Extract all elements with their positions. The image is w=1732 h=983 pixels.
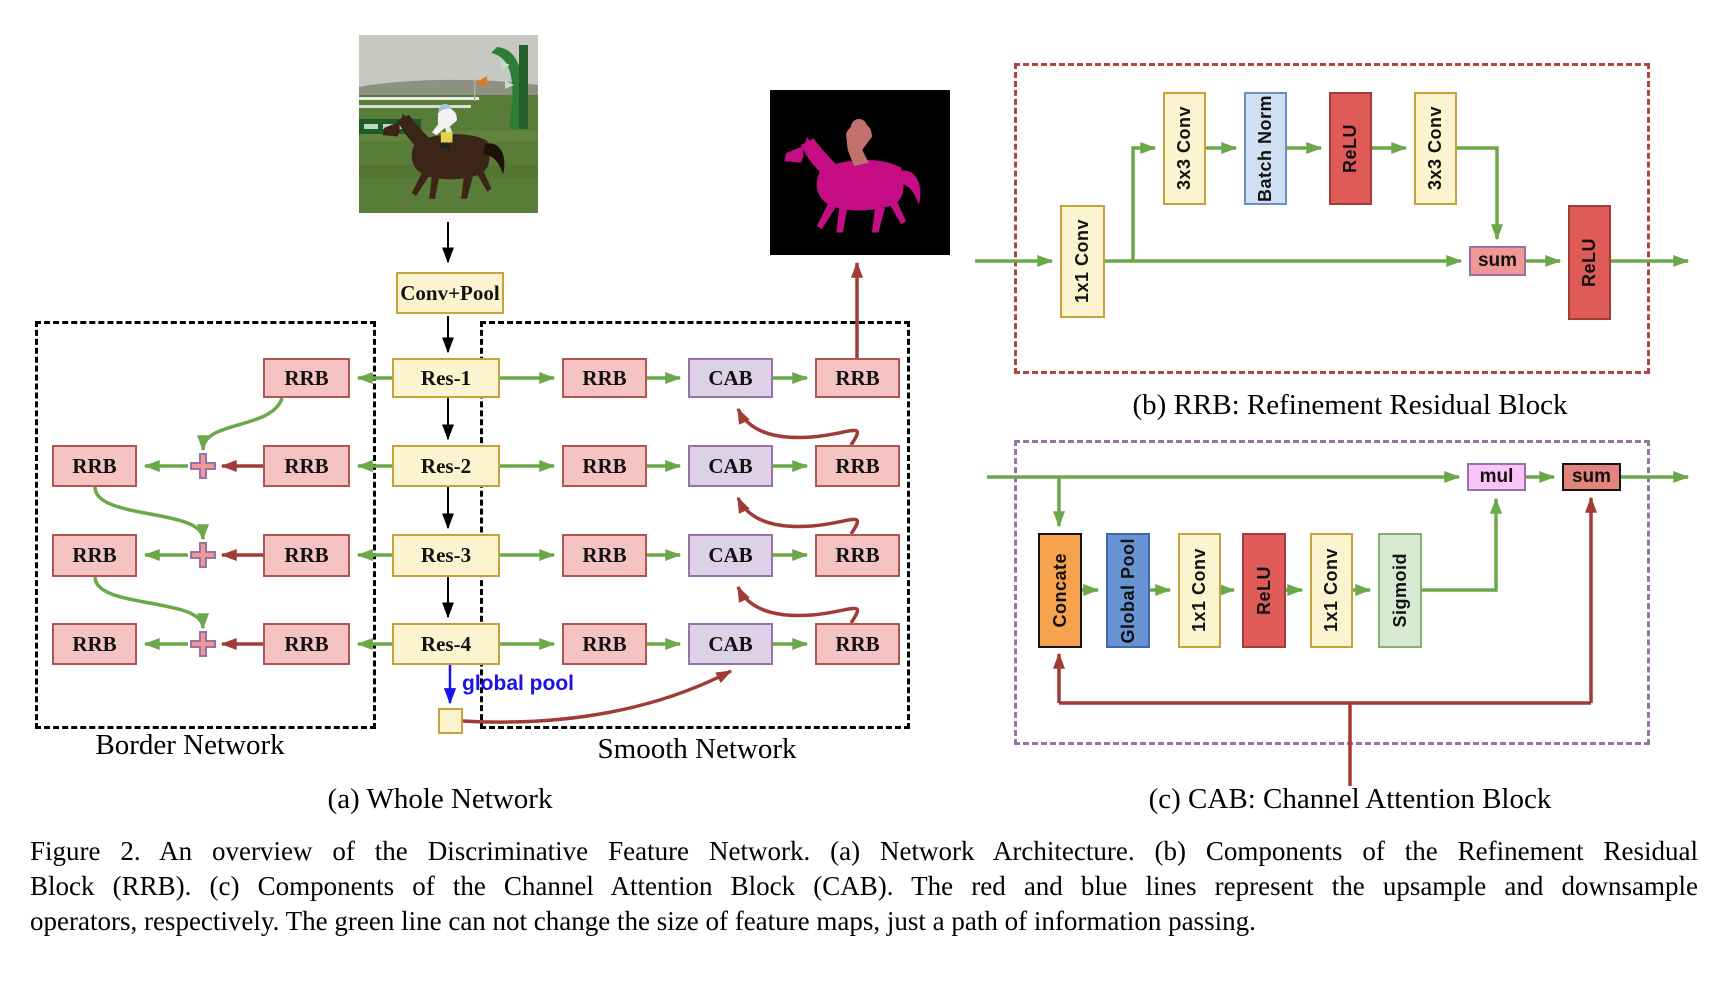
c-sigmoid-block: Sigmoid xyxy=(1378,533,1422,648)
border-rrb-row1: RRB xyxy=(263,358,350,398)
horse-icon xyxy=(382,103,505,199)
smooth-network-label: Smooth Network xyxy=(597,733,797,765)
cab-block-row2: CAB xyxy=(688,445,773,487)
smooth-rrb-a-row1: RRB xyxy=(562,358,647,398)
res-block-1: Res-1 xyxy=(392,358,500,398)
b-conv-1x1-block: 1x1 Conv xyxy=(1060,205,1105,318)
border-rrb-right-row3: RRB xyxy=(263,534,350,577)
panel-c-caption: (c) CAB: Channel Attention Block xyxy=(1148,783,1552,815)
smooth-rrb-b-row3: RRB xyxy=(815,534,900,577)
smooth-rrb-b-row4: RRB xyxy=(815,623,900,665)
panel-b-caption: (b) RRB: Refinement Residual Block xyxy=(1132,389,1568,421)
res-block-3: Res-3 xyxy=(392,534,500,577)
border-rrb-right-row4: RRB xyxy=(263,623,350,665)
b-conv-3x3-block-1: 3x3 Conv xyxy=(1163,92,1206,205)
cab-block-row4: CAB xyxy=(688,623,773,665)
smooth-rrb-a-row4: RRB xyxy=(562,623,647,665)
b-sum-block: sum xyxy=(1469,246,1526,276)
green-arrows xyxy=(93,141,1690,651)
cab-detail-region xyxy=(1014,440,1650,745)
add-icon-row3 xyxy=(190,542,216,568)
horse-tail xyxy=(482,143,505,175)
c-sum-block: sum xyxy=(1562,463,1621,491)
border-network-region xyxy=(35,321,376,729)
c-conv-1x1-block-1: 1x1 Conv xyxy=(1178,533,1221,648)
border-rrb-right-row2: RRB xyxy=(263,445,350,487)
cab-block-row1: CAB xyxy=(688,358,773,398)
figure-caption-line-1: Figure 2. An overview of the Discriminat… xyxy=(30,836,1698,866)
conv-pool-block: Conv+Pool xyxy=(396,272,504,314)
global-pool-feature-box xyxy=(438,708,463,734)
photo-hills xyxy=(359,79,538,99)
smooth-rrb-a-row2: RRB xyxy=(562,445,647,487)
jockey-icon xyxy=(432,103,457,149)
c-concate-block: Concate xyxy=(1038,533,1082,648)
c-conv-1x1-block-2: 1x1 Conv xyxy=(1310,533,1353,648)
figure-caption-line-2: Block (RRB). (c) Components of the Chann… xyxy=(30,871,1698,901)
global-pool-label: global pool xyxy=(462,672,574,695)
add-icon-row4 xyxy=(190,631,216,657)
res-block-2: Res-2 xyxy=(392,445,500,487)
figure-caption: Figure 2. An overview of the Discriminat… xyxy=(30,834,1698,939)
c-mul-block: mul xyxy=(1467,463,1526,491)
border-network-label: Border Network xyxy=(95,729,285,761)
smooth-rrb-b-row1: RRB xyxy=(815,358,900,398)
photo-green-arch xyxy=(491,47,524,129)
output-segmentation-mask xyxy=(770,90,950,255)
res-block-4: Res-4 xyxy=(392,623,500,665)
smooth-rrb-a-row3: RRB xyxy=(562,534,647,577)
b-conv-3x3-block-2: 3x3 Conv xyxy=(1414,92,1457,205)
mask-horse-silhouette xyxy=(784,136,921,233)
b-relu-block-1: ReLU xyxy=(1329,92,1372,205)
c-relu-block: ReLU xyxy=(1242,533,1286,648)
border-rrb-left-row2: RRB xyxy=(52,445,137,487)
smooth-network-region xyxy=(480,321,910,729)
photo-flag xyxy=(475,76,487,87)
mask-rider-silhouette xyxy=(846,119,872,167)
photo-fence-rail xyxy=(359,97,479,100)
border-rrb-left-row3: RRB xyxy=(52,534,137,577)
border-rrb-left-row4: RRB xyxy=(52,623,137,665)
b-batch-norm-block: Batch Norm xyxy=(1244,92,1287,205)
saddle-cloth xyxy=(440,132,453,143)
rrb-detail-region xyxy=(1014,63,1650,374)
figure-caption-line-3: operators, respectively. The green line … xyxy=(30,906,1256,936)
input-photo-horse-jockey xyxy=(359,35,538,213)
red-arrows xyxy=(220,261,1598,786)
add-icon-row2 xyxy=(190,453,216,479)
panel-a-caption: (a) Whole Network xyxy=(327,783,553,815)
cab-block-row3: CAB xyxy=(688,534,773,577)
b-relu-block-2: ReLU xyxy=(1568,205,1611,320)
c-global-pool-block: Global Pool xyxy=(1106,533,1150,648)
smooth-rrb-b-row2: RRB xyxy=(815,445,900,487)
